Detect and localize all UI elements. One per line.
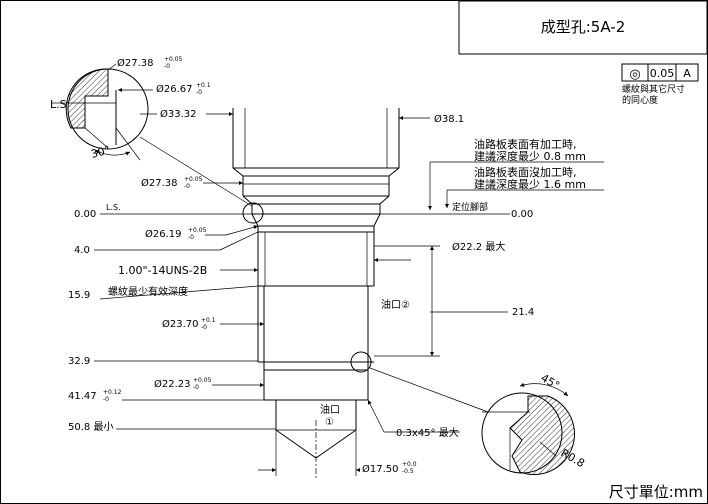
depth-21-4: 21.4 [512,307,534,318]
dim-d27-38-top-tol-up: +0.05 [164,56,183,63]
dim-d17-50: Ø17.50 [362,463,399,475]
dim-d26-67-tol-up: +0.1 [196,82,211,89]
dim-d27-38-mid: Ø27.38 [141,177,178,189]
port2-label: 油口② [381,298,410,311]
note1-line1: 油路板表面有加工時, [474,137,577,151]
port1-number: ① [325,417,334,428]
depth-50-8: 50.8 最小 [68,421,113,433]
detail-view-top [52,68,253,207]
part-profile [232,108,400,459]
dim-d26-19-tol-dn: -0 [188,234,194,241]
depth-41-47-tol-up: +0.12 [103,389,122,396]
dim-d23-70-tol-up: +0.1 [201,317,216,324]
dim-d27-38-top: Ø27.38 [117,57,154,69]
locating-face-label: 定位腳部 [452,201,488,213]
ls-label: L.S [50,98,67,111]
angle-30: 30° [89,143,111,161]
dim-d38-1: Ø38.1 [434,113,464,125]
dim-d22-23-tol-up: +0.05 [193,377,212,384]
dim-d22-23: Ø22.23 [154,378,191,390]
depth-15-9: 15.9 [68,290,90,301]
gdt-frame: ◎ 0.05 A 螺紋與其它尺寸 的同心度 [621,63,699,106]
dim-d26-67: Ø26.67 [156,83,193,95]
dim-d27-38-top-tol-dn: -0 [164,63,170,70]
dim-d27-38-mid-tol-up: +0.05 [184,176,203,183]
port1-label: 油口 [320,403,340,416]
note1-line2: 建議深度最少 0.8 mm [474,149,586,163]
note2-line2: 建議深度最少 1.6 mm [474,177,586,191]
gdt-note-line2: 的同心度 [622,94,658,106]
concentricity-symbol: ◎ [629,67,640,82]
thread-spec: 1.00"-14UNS-2B [118,264,207,277]
gdt-tolerance: 0.05 [650,67,675,80]
dim-d22-23-tol-dn: -0 [193,384,199,391]
chamfer-note: 0.3x45° 最大 [396,426,459,439]
detail-view-bottom [369,367,575,475]
radius-r0-8: R0.8 [559,446,587,470]
note2-line1: 油路板表面沒加工時, [474,165,577,179]
dim-d17-50-tol-dn: -0.5 [402,468,414,475]
dim-d26-19-tol-up: +0.05 [188,227,207,234]
units-label: 尺寸單位:mm [609,483,703,501]
dim-d23-70: Ø23.70 [162,318,199,330]
depth-4: 4.0 [74,245,90,256]
gdt-datum: A [683,67,691,80]
ls-small-label: L.S. [106,203,121,212]
dim-d33-32: Ø33.32 [160,108,197,120]
dim-d27-38-mid-tol-dn: -0 [184,183,190,190]
dim-d26-67-tol-dn: -0 [196,89,202,96]
depth-41-47: 41.47 [68,391,97,402]
dim-d23-70-tol-dn: -0 [201,324,207,331]
dim-d26-19: Ø26.19 [145,228,182,240]
detail-circle-bottom [350,351,372,373]
depth-32-9: 32.9 [68,356,90,367]
depth-zero-left: 0.00 [74,209,96,220]
title-text: 成型孔:5A-2 [541,18,626,36]
depth-41-47-tol-dn: -0 [103,396,109,403]
dim-d22-2: Ø22.2 最大 [452,240,505,253]
depth-zero-right: 0.00 [511,209,533,220]
thread-depth-note: 螺紋最少有效深度 [108,285,188,298]
detail-circle-top [242,202,264,224]
dim-d17-50-tol-up: +0.0 [402,461,417,468]
gdt-note-line1: 螺紋與其它尺寸 [622,83,685,95]
